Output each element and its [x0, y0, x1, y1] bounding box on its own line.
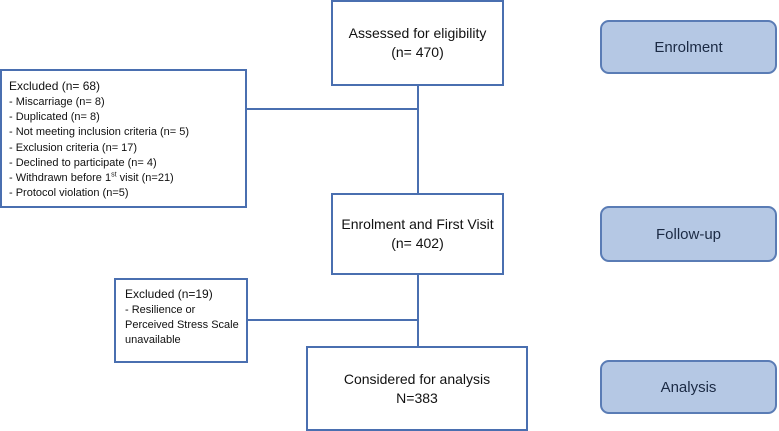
analysis-box: Considered for analysis N=383 [306, 346, 528, 431]
excluded-first-item: - Not meeting inclusion criteria (n= 5) [9, 126, 190, 139]
stage-enrolment-label: Enrolment [600, 20, 777, 74]
excluded-first-item: - Exclusion criteria (n= 17) [9, 141, 138, 154]
assessed-count: (n= 470) [391, 44, 444, 60]
excluded-first-item: - Miscarriage (n= 8) [9, 96, 105, 108]
analysis-count: N=383 [396, 389, 438, 406]
assessed-title: Assessed for eligibility [348, 25, 487, 41]
excluded-second-header: Excluded (n=19) [125, 287, 213, 301]
withdrawn-superscript: st [111, 171, 117, 179]
excluded-first-item: - Protocol violation (n=5) [9, 187, 129, 200]
excluded-first-item: - Declined to participate (n= 4) [9, 156, 157, 169]
excluded-second-box: Excluded (n=19) - Resilience or Perceive… [114, 278, 248, 363]
excluded-second-item: Perceived Stress Scale [125, 319, 239, 332]
excluded-first-item: - Duplicated (n= 8) [9, 111, 100, 124]
withdrawn-prefix: - Withdrawn before 1 [9, 172, 112, 185]
excluded-second-item: - Resilience or [125, 304, 196, 316]
analysis-title: Considered for analysis [343, 370, 491, 387]
excluded-first-header: Excluded (n= 68) [9, 79, 101, 93]
assessed-box: Assessed for eligibility (n= 470) [331, 0, 504, 86]
excluded-first-box: Excluded (n= 68) - Miscarriage (n= 8) - … [0, 69, 247, 208]
stage-analysis-label: Analysis [600, 360, 777, 414]
enrolment-title: Enrolment and First Visit [341, 216, 494, 232]
excluded-second-item: unavailable [125, 334, 181, 347]
withdrawn-suffix: visit (n=21) [116, 172, 174, 185]
enrolment-box: Enrolment and First Visit (n= 402) [331, 193, 504, 275]
excluded-first-withdrawn: - Withdrawn before 1st visit (n=21) [9, 171, 239, 186]
enrolment-count: (n= 402) [391, 235, 444, 251]
stage-followup-label: Follow-up [600, 206, 777, 262]
